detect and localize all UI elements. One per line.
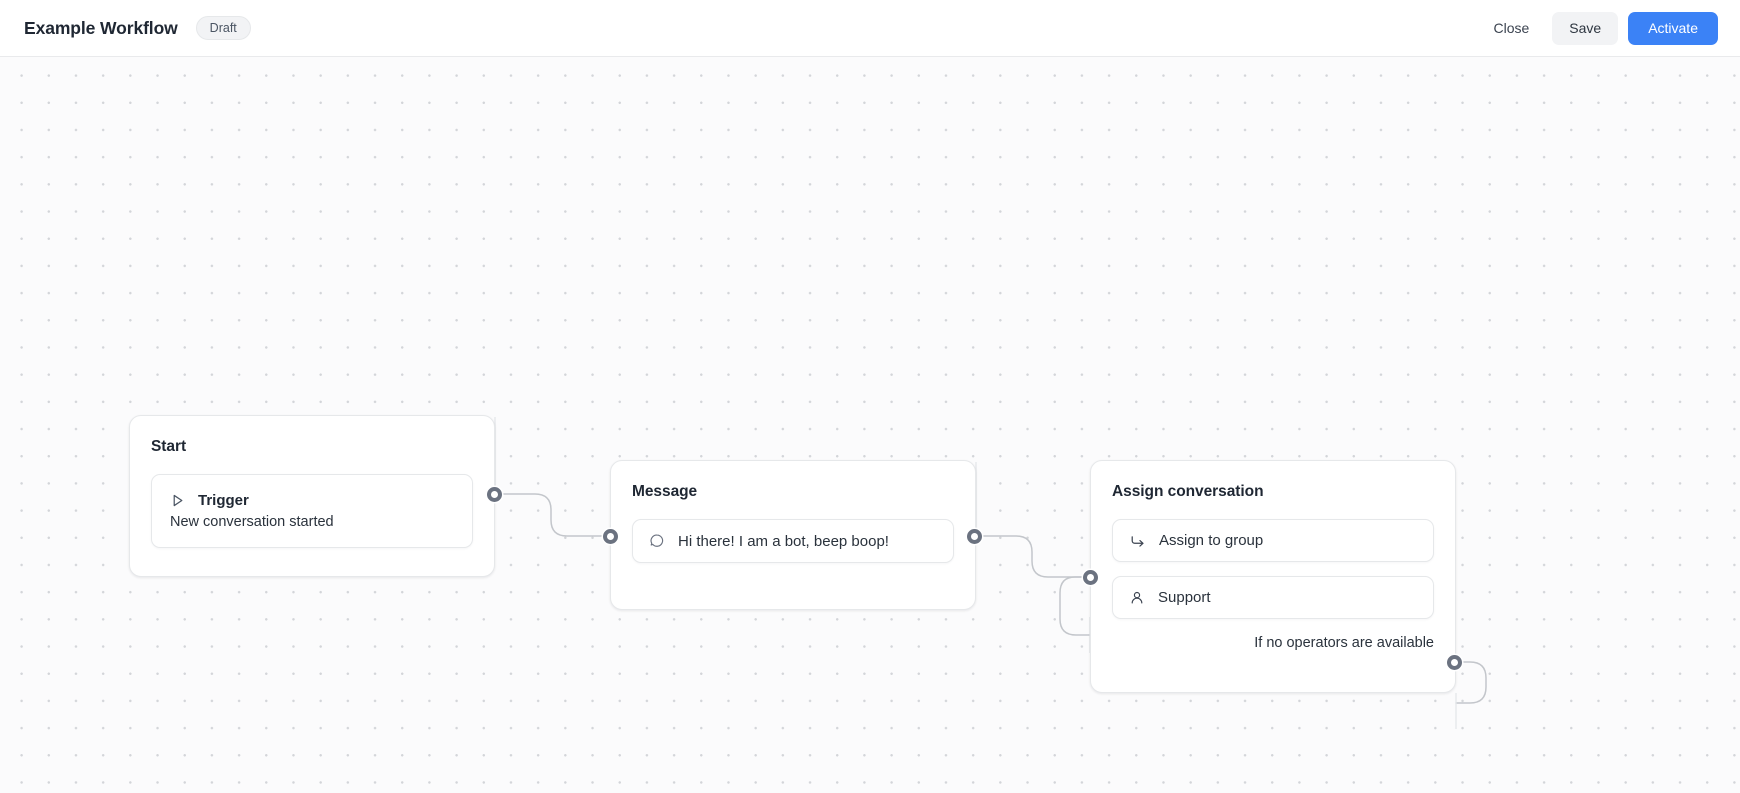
app-header: Example Workflow Draft Close Save Activa… [0,0,1740,57]
node-message[interactable]: Message Hi there! I am a bot, beep boop! [610,460,976,610]
node-start[interactable]: Start Trigger New conversation started [129,415,495,577]
port-start-output[interactable] [487,487,502,502]
trigger-header: Trigger [170,492,249,509]
header-actions: Close Save Activate [1480,11,1718,45]
edge-message-to-assign [982,535,1083,578]
assign-to-group-row[interactable]: Assign to group [1112,519,1434,562]
port-no-operators-output[interactable] [1447,655,1462,670]
port-message-input[interactable] [603,529,618,544]
header-left-group: Example Workflow Draft [24,16,251,40]
activate-button[interactable]: Activate [1628,11,1718,45]
message-text-row[interactable]: Hi there! I am a bot, beep boop! [632,519,954,563]
assign-group-value: Support [1158,589,1211,606]
close-button[interactable]: Close [1480,12,1542,45]
node-assign-title: Assign conversation [1112,483,1264,500]
trigger-description: New conversation started [170,514,334,530]
page-title: Example Workflow [24,17,178,38]
port-message-output[interactable] [967,529,982,544]
chat-bubble-icon [649,533,665,549]
assign-group-value-row[interactable]: Support [1112,576,1434,619]
assign-to-group-label: Assign to group [1159,532,1264,549]
edge-start-to-message [502,493,603,537]
message-text: Hi there! I am a bot, beep boop! [678,532,889,550]
node-message-title: Message [632,483,698,500]
status-badge: Draft [195,16,251,40]
node-assign[interactable]: Assign conversation Assign to group Supp… [1090,460,1456,693]
edge-no-operators-fallback [1455,661,1487,704]
no-operators-footnote: If no operators are available [1254,635,1434,651]
node-start-title: Start [151,438,187,455]
trigger-row[interactable]: Trigger New conversation started [151,474,473,548]
save-button[interactable]: Save [1552,11,1619,45]
play-triangle-icon [170,493,185,508]
arrow-turn-right-icon [1129,532,1146,549]
person-icon [1129,590,1145,606]
trigger-label: Trigger [198,492,249,509]
port-assign-input[interactable] [1083,570,1098,585]
workflow-canvas[interactable]: Start Trigger New conversation started M… [0,57,1740,793]
edge-assign-loopback [1059,576,1091,636]
